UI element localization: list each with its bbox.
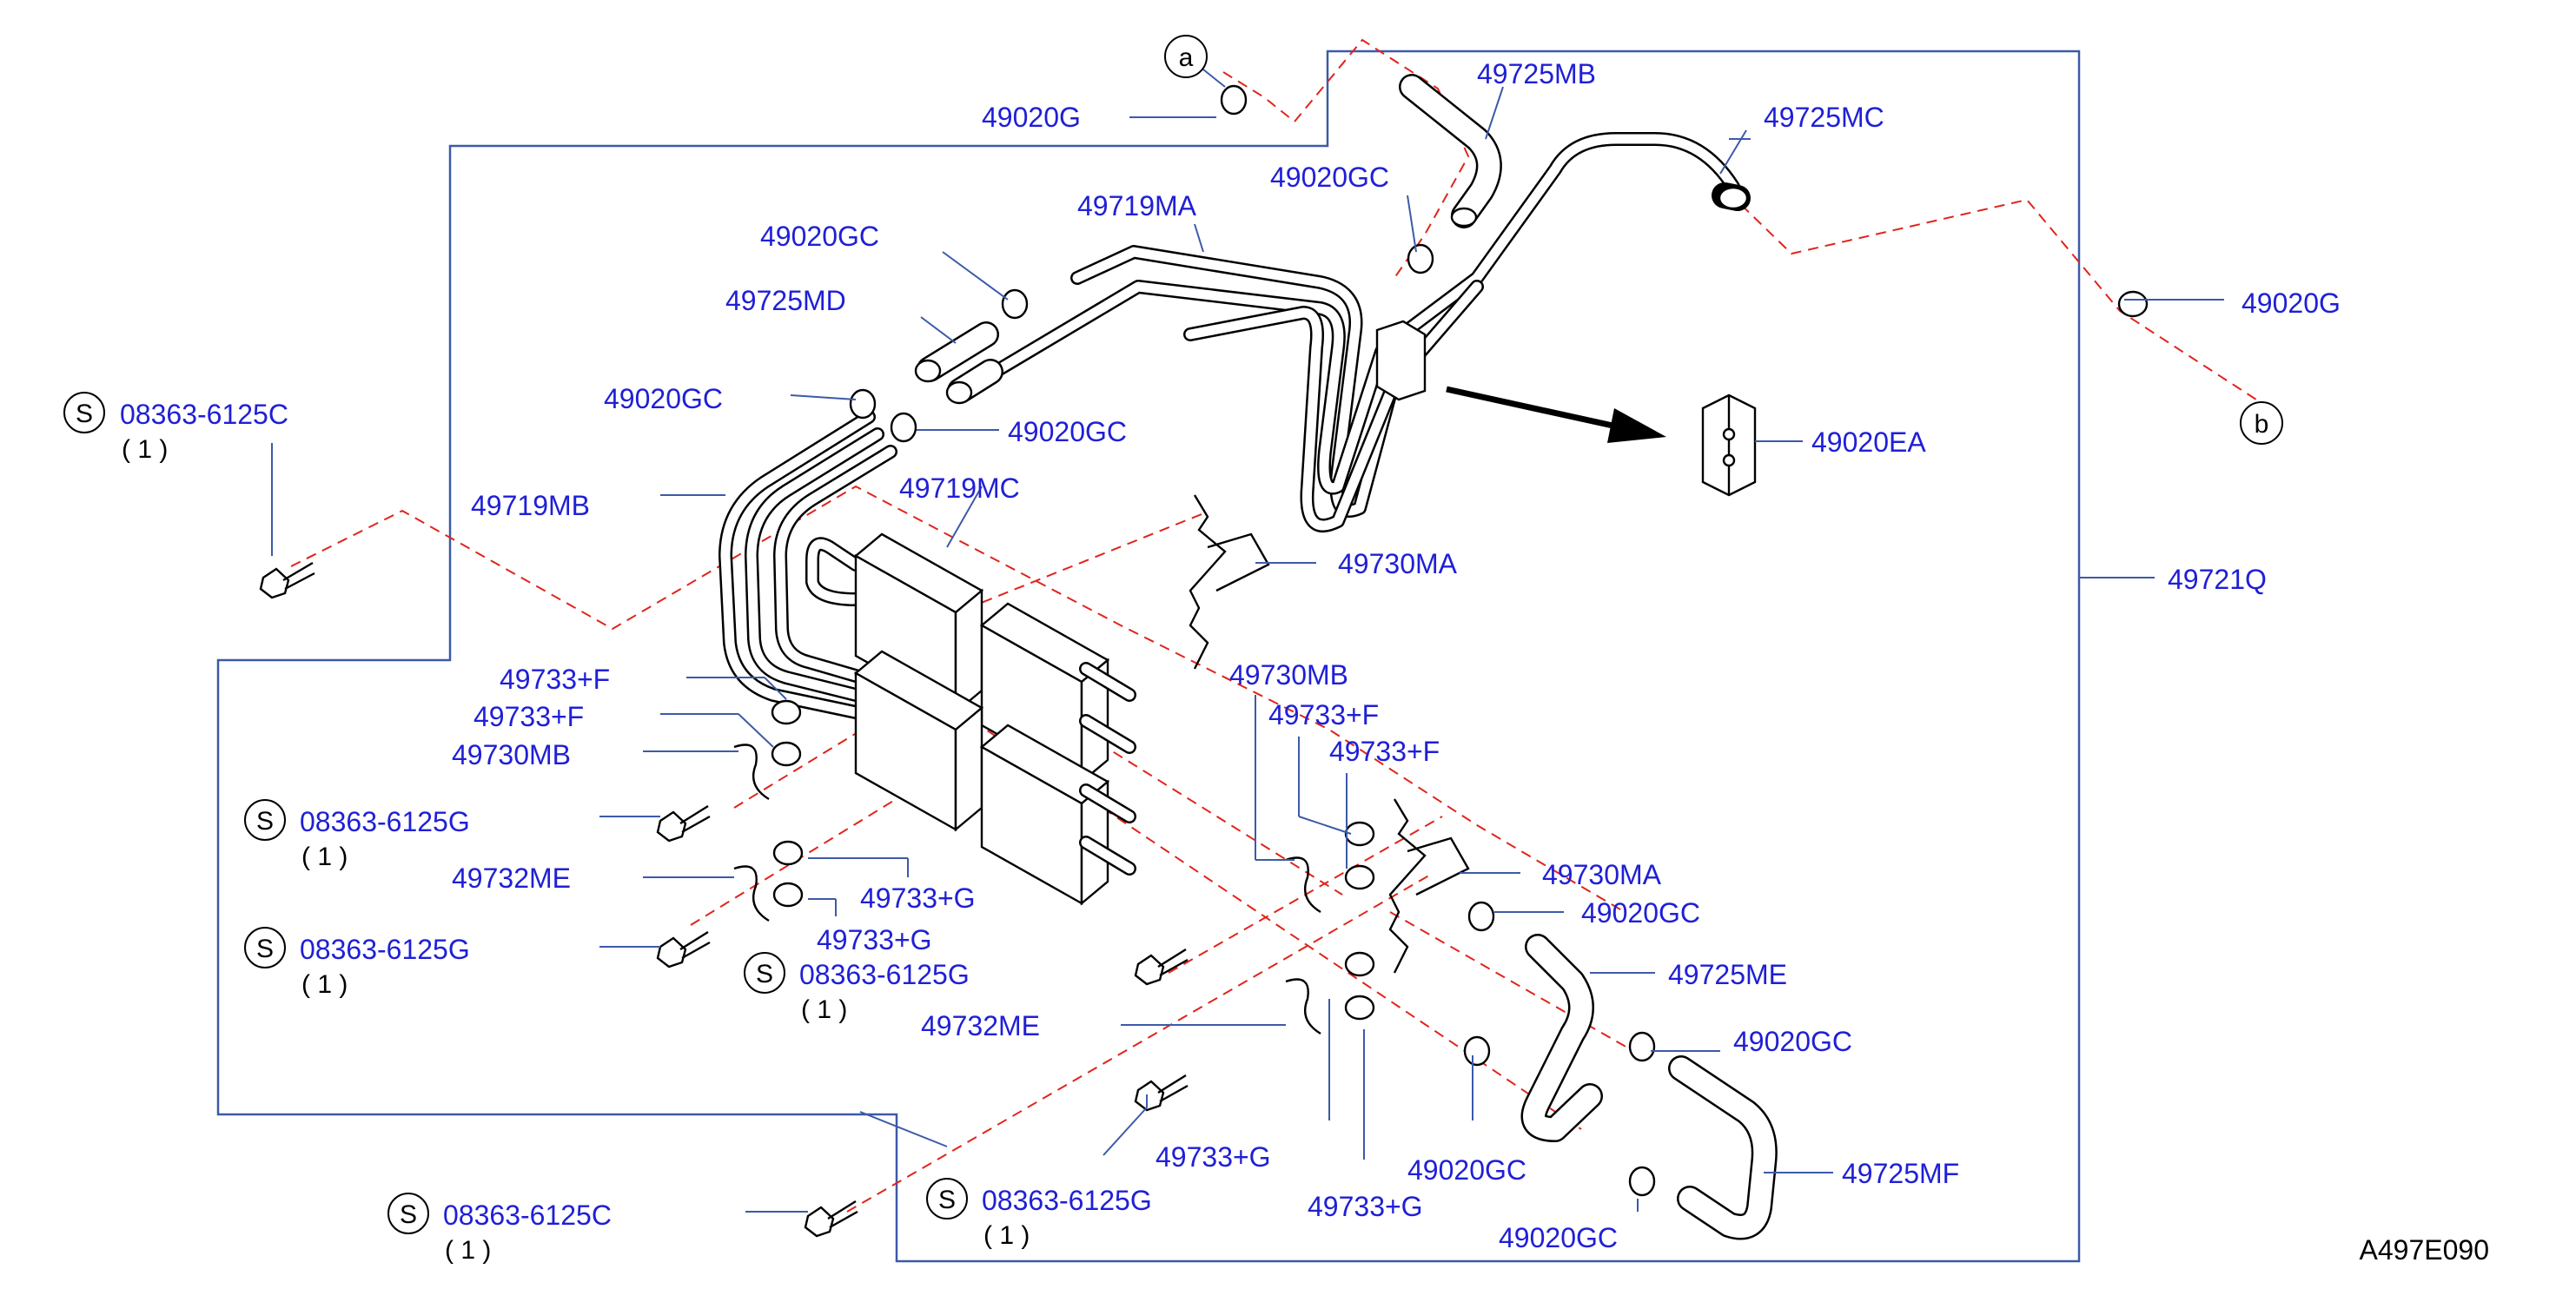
clip-49020EA: [1701, 393, 1757, 497]
label-49733G: 49733+G: [1156, 1141, 1271, 1173]
screw-callout-2: S 08363-6125G ( 1 ): [244, 799, 470, 871]
label-49733F: 49733+F: [1268, 699, 1379, 730]
label-49725MB: 49725MB: [1477, 58, 1596, 89]
bolts: [259, 561, 1189, 1238]
screw-code: 08363-6125C: [443, 1200, 612, 1231]
svg-text:S: S: [256, 807, 274, 836]
label-49725MF: 49725MF: [1842, 1158, 1959, 1189]
label-49020GC: 49020GC: [1499, 1222, 1618, 1253]
label-49725MC: 49725MC: [1764, 102, 1884, 133]
hose-49725MD: [914, 321, 1003, 405]
hose-49725MB: [1399, 74, 1502, 228]
label-49020GC: 49020GC: [1008, 416, 1127, 447]
screw-code: 08363-6125G: [799, 959, 970, 990]
diagram-code: A497E090: [2360, 1234, 2489, 1266]
assembly-frame: [216, 50, 2081, 1263]
screw-code: 08363-6125G: [982, 1185, 1152, 1216]
bracket-49730MA-top: [1189, 494, 1270, 670]
label-49730MA: 49730MA: [1542, 859, 1662, 890]
label-49719MA: 49719MA: [1077, 190, 1197, 221]
label-49020GC: 49020GC: [1270, 162, 1389, 193]
hose-clamps: [849, 84, 2149, 1197]
screw-qty: ( 1 ): [301, 843, 348, 871]
screw-qty: ( 1 ): [122, 435, 168, 464]
screw-qty: ( 1 ): [801, 995, 847, 1024]
label-49020GC: 49020GC: [760, 221, 879, 252]
screw-code: 08363-6125C: [120, 399, 288, 430]
screw-qty: ( 1 ): [983, 1221, 1030, 1250]
screw-callout-6: S 08363-6125G ( 1 ): [926, 1178, 1152, 1250]
svg-text:a: a: [1179, 43, 1194, 72]
label-49020G: 49020G: [2242, 288, 2341, 319]
hose-49725ME: [1520, 934, 1603, 1142]
label-49725MD: 49725MD: [725, 285, 846, 316]
svg-text:S: S: [938, 1186, 956, 1214]
label-49020GC: 49020GC: [604, 383, 723, 414]
label-49725ME: 49725ME: [1668, 959, 1787, 990]
leader-lines: [271, 86, 2224, 1213]
label-49733F: 49733+F: [500, 664, 610, 695]
direction-arrow: [1446, 386, 1666, 443]
screw-code: 08363-6125G: [300, 934, 470, 965]
screw-qty: ( 1 ): [301, 970, 348, 999]
label-49730MB: 49730MB: [452, 739, 571, 770]
svg-text:S: S: [256, 935, 274, 963]
label-49020GC: 49020GC: [1733, 1026, 1852, 1057]
label-49732ME: 49732ME: [921, 1010, 1040, 1041]
pipe-49719MA: [949, 132, 1740, 532]
label-49733G: 49733+G: [817, 924, 932, 955]
clip-on-pipe: [1375, 320, 1427, 401]
circle-ref-b: b: [2240, 401, 2283, 445]
label-49020G: 49020G: [982, 102, 1081, 133]
label-49020EA: 49020EA: [1811, 426, 1926, 458]
screw-callout-1: S 08363-6125C ( 1 ): [63, 392, 288, 464]
label-49721Q: 49721Q: [2168, 564, 2267, 595]
assembly-dashed-lines: [290, 38, 2260, 1213]
pipe-49719MC: [805, 537, 863, 606]
label-49730MB: 49730MB: [1229, 659, 1348, 691]
svg-text:b: b: [2255, 410, 2269, 439]
bracket-49730MA-bottom: [1388, 798, 1470, 974]
label-49733G: 49733+G: [1308, 1191, 1423, 1222]
svg-text:S: S: [400, 1200, 417, 1229]
label-49020GC: 49020GC: [1407, 1154, 1526, 1186]
heater-core-block: [853, 532, 1136, 906]
label-49733F: 49733+F: [1329, 736, 1440, 767]
label-49732ME: 49732ME: [452, 863, 571, 894]
svg-text:S: S: [756, 960, 773, 988]
screw-callout-4: S 08363-6125G ( 1 ): [744, 952, 970, 1024]
pipe-49719MB: [718, 410, 897, 719]
label-49730MA: 49730MA: [1338, 548, 1458, 579]
part-labels: 49020G 49725MB 49725MC 49020GC 49719MA 4…: [452, 58, 2341, 1253]
label-49719MC: 49719MC: [899, 473, 1020, 504]
svg-text:S: S: [76, 400, 93, 428]
screw-code: 08363-6125G: [300, 806, 470, 837]
hose-49725MC: [1712, 182, 1751, 211]
caps-49733: [771, 699, 1375, 1021]
label-49020GC: 49020GC: [1581, 897, 1700, 929]
label-49733G: 49733+G: [860, 882, 976, 914]
label-49719MB: 49719MB: [471, 490, 590, 521]
screw-callout-5: S 08363-6125C ( 1 ): [387, 1193, 612, 1265]
clip-bracket-group: [733, 744, 1321, 1035]
label-49733F: 49733+F: [473, 701, 584, 732]
hose-49725MF: [1668, 1055, 1778, 1240]
screw-qty: ( 1 ): [445, 1236, 491, 1265]
circle-ref-a: a: [1164, 35, 1226, 88]
screw-callout-3: S 08363-6125G ( 1 ): [244, 927, 470, 999]
